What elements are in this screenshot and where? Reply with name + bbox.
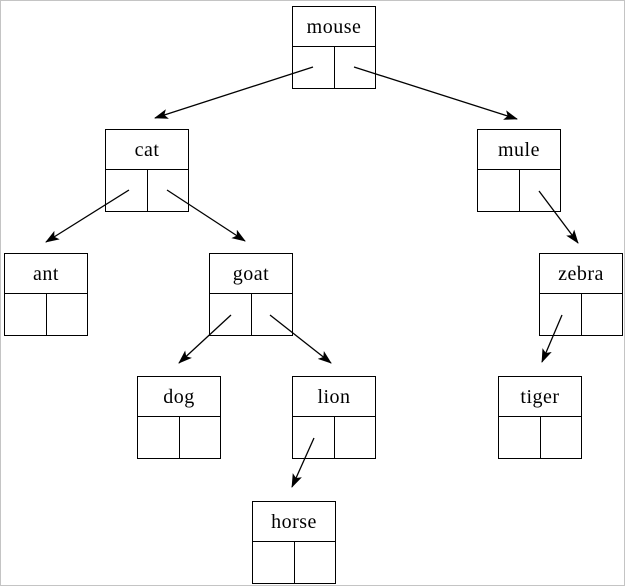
node-label: tiger (499, 377, 581, 417)
right-pointer-cell (47, 294, 88, 335)
left-pointer-cell (5, 294, 47, 335)
pointer-cells (478, 170, 560, 211)
pointer-cells (5, 294, 87, 335)
left-pointer-cell (478, 170, 520, 211)
right-pointer-cell (335, 417, 376, 458)
node-label: lion (293, 377, 375, 417)
tree-node-dog: dog (137, 376, 221, 459)
tree-node-cat: cat (105, 129, 189, 212)
right-pointer-cell (520, 170, 561, 211)
tree-node-goat: goat (209, 253, 293, 336)
pointer-cells (253, 542, 335, 583)
node-label: dog (138, 377, 220, 417)
node-label: mule (478, 130, 560, 170)
tree-node-zebra: zebra (539, 253, 623, 336)
node-label: mouse (293, 7, 375, 47)
pointer-cells (106, 170, 188, 211)
left-pointer-cell (210, 294, 252, 335)
pointer-cells (499, 417, 581, 458)
right-pointer-cell (295, 542, 336, 583)
right-pointer-cell (335, 47, 376, 88)
tree-node-mule: mule (477, 129, 561, 212)
tree-node-lion: lion (292, 376, 376, 459)
tree-node-tiger: tiger (498, 376, 582, 459)
node-label: cat (106, 130, 188, 170)
left-pointer-cell (293, 417, 335, 458)
right-pointer-cell (148, 170, 189, 211)
left-pointer-cell (253, 542, 295, 583)
pointer-cells (138, 417, 220, 458)
pointer-cells (540, 294, 622, 335)
tree-node-ant: ant (4, 253, 88, 336)
right-pointer-cell (252, 294, 293, 335)
left-pointer-cell (499, 417, 541, 458)
node-label: goat (210, 254, 292, 294)
node-label: horse (253, 502, 335, 542)
edge-mouse-left-to-cat (154, 66, 314, 119)
pointer-cells (293, 47, 375, 88)
right-pointer-cell (180, 417, 221, 458)
pointer-cells (293, 417, 375, 458)
left-pointer-cell (293, 47, 335, 88)
edge-mouse-right-to-mule (353, 66, 518, 120)
node-label: ant (5, 254, 87, 294)
tree-node-horse: horse (252, 501, 336, 584)
tree-node-mouse: mouse (292, 6, 376, 89)
left-pointer-cell (540, 294, 582, 335)
pointer-cells (210, 294, 292, 335)
node-label: zebra (540, 254, 622, 294)
right-pointer-cell (541, 417, 582, 458)
right-pointer-cell (582, 294, 623, 335)
left-pointer-cell (138, 417, 180, 458)
left-pointer-cell (106, 170, 148, 211)
